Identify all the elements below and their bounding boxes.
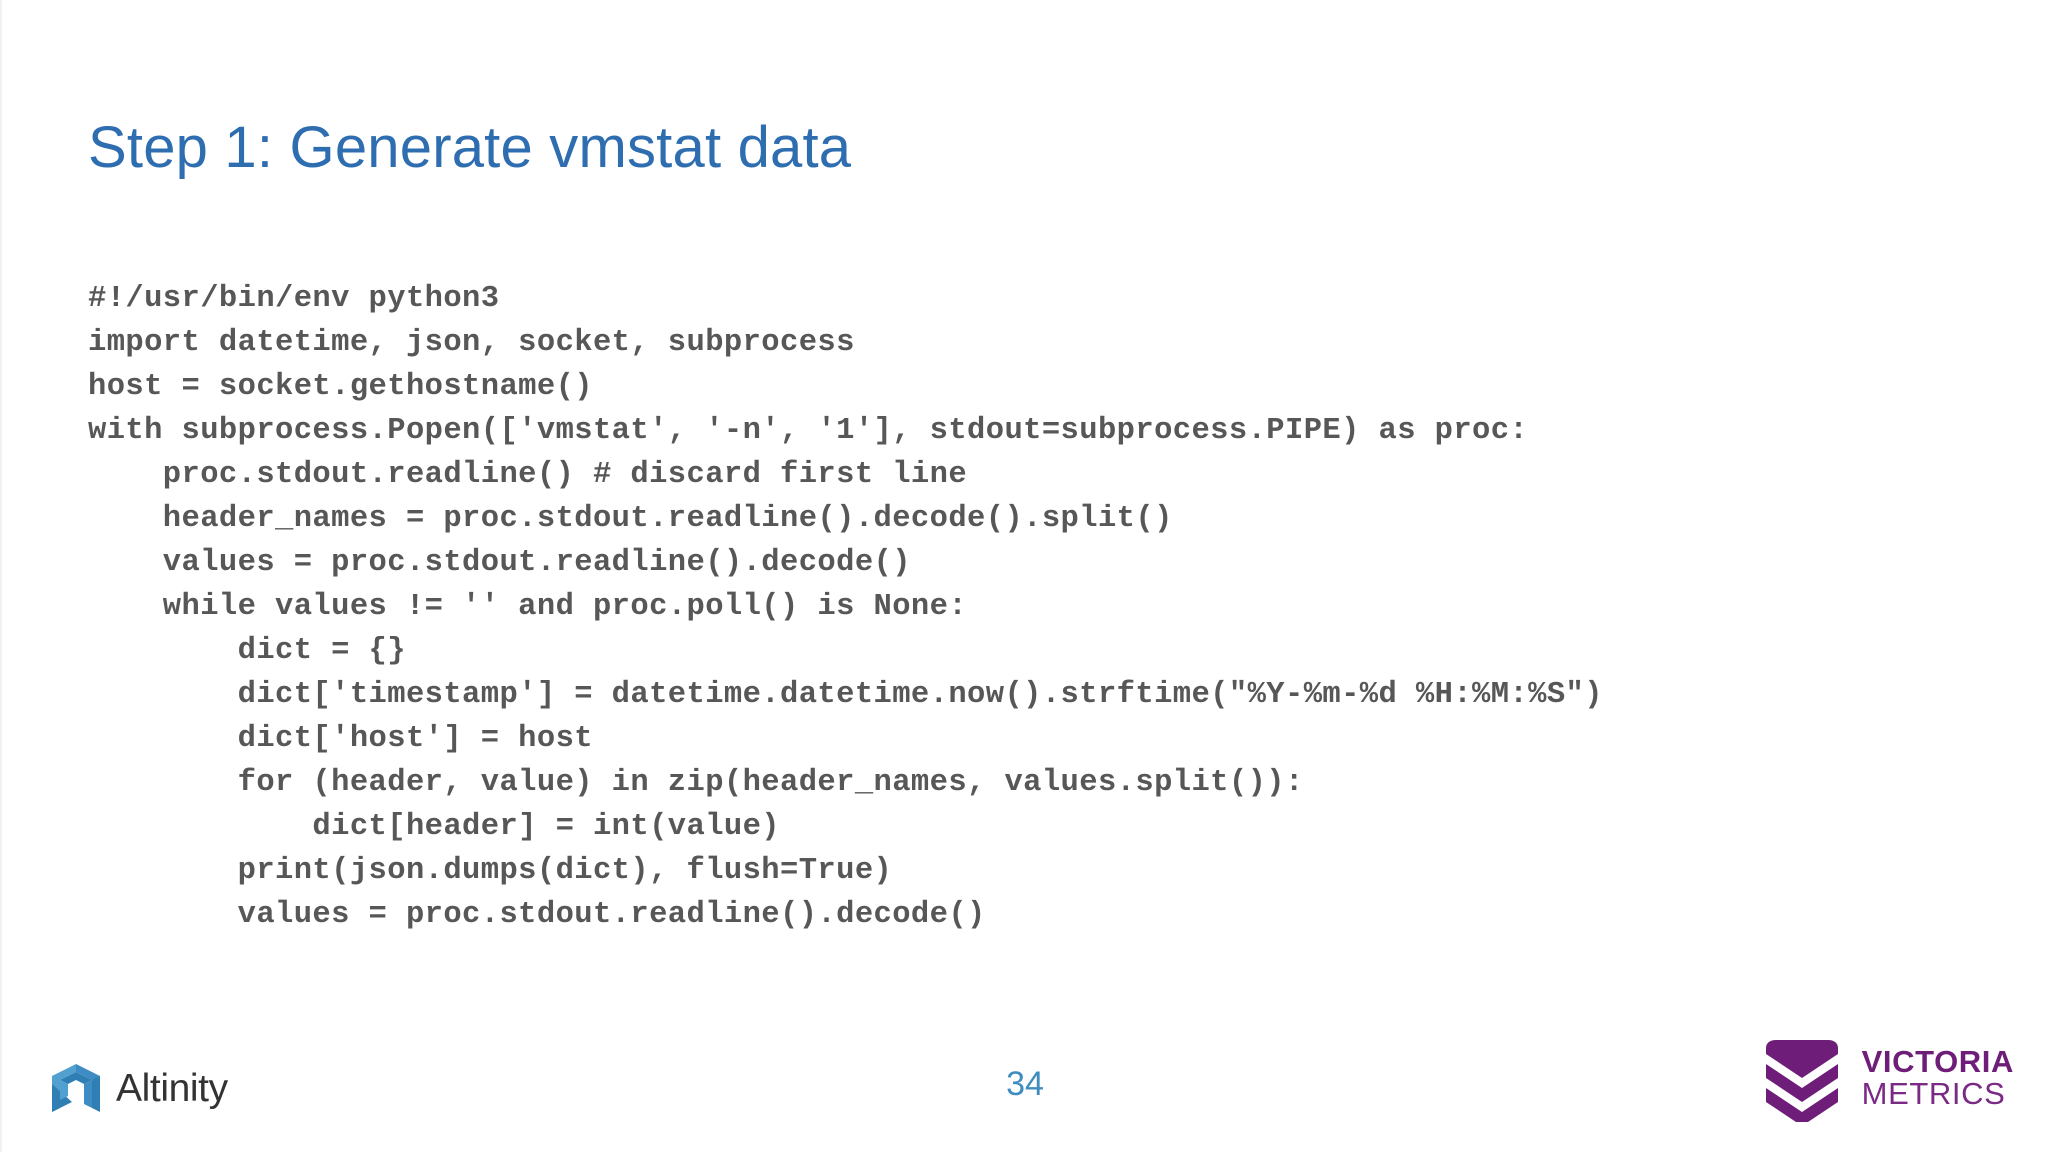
victoria-label: VICTORIA [1861, 1043, 2014, 1079]
code-block: #!/usr/bin/env python3 import datetime, j… [88, 277, 1988, 937]
victoria-metrics-shield-icon [1758, 1034, 1846, 1126]
victoria-metrics-wordmark: VICTORIA METRICS [1861, 1043, 2014, 1111]
code-line: header_names = proc.stdout.readline().de… [88, 502, 1173, 536]
code-line: dict[header] = int(value) [88, 810, 781, 844]
code-line: dict['timestamp'] = datetime.datetime.no… [88, 678, 1603, 712]
slide-footer: Altinity 34 VICTORIA METRICS [2, 1002, 2048, 1152]
page-number: 34 [1006, 1065, 1044, 1103]
altinity-arch-icon [50, 1062, 102, 1114]
code-line: while values != '' and proc.poll() is No… [88, 590, 968, 624]
code-line: #!/usr/bin/env python3 [88, 282, 500, 316]
code-line: proc.stdout.readline() # discard first l… [88, 458, 968, 492]
code-line: values = proc.stdout.readline().decode() [88, 546, 911, 580]
altinity-logo: Altinity [50, 1062, 228, 1114]
code-line: for (header, value) in zip(header_names,… [88, 766, 1304, 800]
metrics-label: METRICS [1861, 1076, 2006, 1111]
victoria-metrics-logo: VICTORIA METRICS [1758, 1034, 2014, 1126]
code-line: dict['host'] = host [88, 722, 593, 756]
code-line: print(json.dumps(dict), flush=True) [88, 854, 893, 888]
altinity-wordmark: Altinity [116, 1066, 228, 1110]
code-line: host = socket.gethostname() [88, 370, 593, 404]
code-line: dict = {} [88, 634, 406, 668]
code-line: with subprocess.Popen(['vmstat', '-n', '… [88, 414, 1529, 448]
code-line: values = proc.stdout.readline().decode() [88, 898, 986, 932]
page-title: Step 1: Generate vmstat data [88, 115, 852, 180]
code-line: import datetime, json, socket, subproces… [88, 326, 855, 360]
